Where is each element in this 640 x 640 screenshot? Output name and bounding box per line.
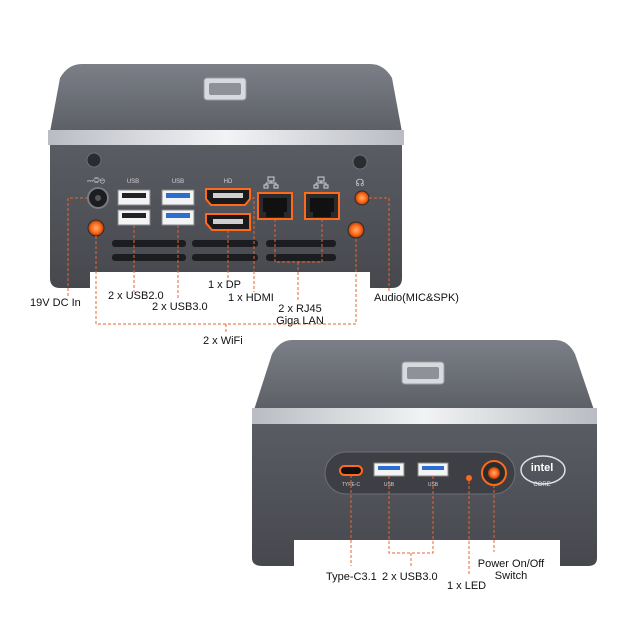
- rear-device-silver-edge: [48, 130, 404, 145]
- usb3-label: 2 x USB3.0: [152, 301, 208, 313]
- wifi-antenna-right: [347, 221, 365, 239]
- power-switch-label: Power On/Off Switch: [466, 558, 556, 582]
- core-logo-text: CORE: [533, 482, 550, 488]
- power-label-line2: Switch: [494, 570, 528, 582]
- dc-in-label: 19V DC In: [30, 297, 81, 309]
- led-label: 1 x LED: [447, 580, 487, 592]
- audio-jack: [354, 190, 370, 206]
- hdmi-label: 1 x HDMI: [228, 292, 274, 304]
- hdmi-marking: HD: [224, 179, 233, 185]
- wifi-label: 2 x WiFi: [203, 335, 243, 347]
- lan-icon: [313, 176, 329, 189]
- front-callout-lines: [350, 475, 495, 576]
- power-icon: [488, 467, 500, 479]
- intel-logo-text: intel: [531, 462, 554, 474]
- rear-callout-lines: [67, 197, 390, 334]
- lan-icon: [263, 176, 279, 189]
- vent-slots: [112, 240, 336, 261]
- type-c-label: Type-C3.1: [326, 571, 377, 583]
- screw: [352, 154, 368, 170]
- audio-label: Audio(MIC&SPK): [374, 292, 459, 304]
- rj45-label-line2: Giga LAN: [276, 315, 324, 327]
- screw: [86, 152, 102, 168]
- usb2-label: 2 x USB2.0: [108, 290, 164, 302]
- status-led: [466, 475, 472, 481]
- front-usb3-label: 2 x USB3.0: [382, 571, 438, 583]
- front-device-panel: [252, 424, 597, 566]
- rj45-label: 2 x RJ45 Giga LAN: [270, 303, 330, 327]
- power-label-line1: Power On/Off: [477, 558, 545, 570]
- front-usb-marking: USB: [384, 482, 395, 488]
- usb2-marking: USB: [127, 179, 139, 185]
- intel-core-badge: intel CORE: [520, 455, 566, 488]
- front-device-silver-edge: [252, 408, 597, 424]
- headphone-icon: ☊: [356, 178, 365, 189]
- usb3-marking: USB: [172, 179, 184, 185]
- type-c-port: [339, 465, 363, 476]
- front-usb-marking: USB: [428, 482, 439, 488]
- front-device: TYPE-C USB USB intel CORE: [252, 340, 597, 566]
- rear-device: ⎓◎⊖ USB USB HD: [48, 64, 404, 288]
- dc-symbol: ⎓◎⊖: [87, 176, 106, 185]
- wifi-antenna-left: [87, 219, 105, 237]
- dp-label: 1 x DP: [208, 279, 242, 291]
- rj45-label-line1: 2 x RJ45: [278, 303, 322, 315]
